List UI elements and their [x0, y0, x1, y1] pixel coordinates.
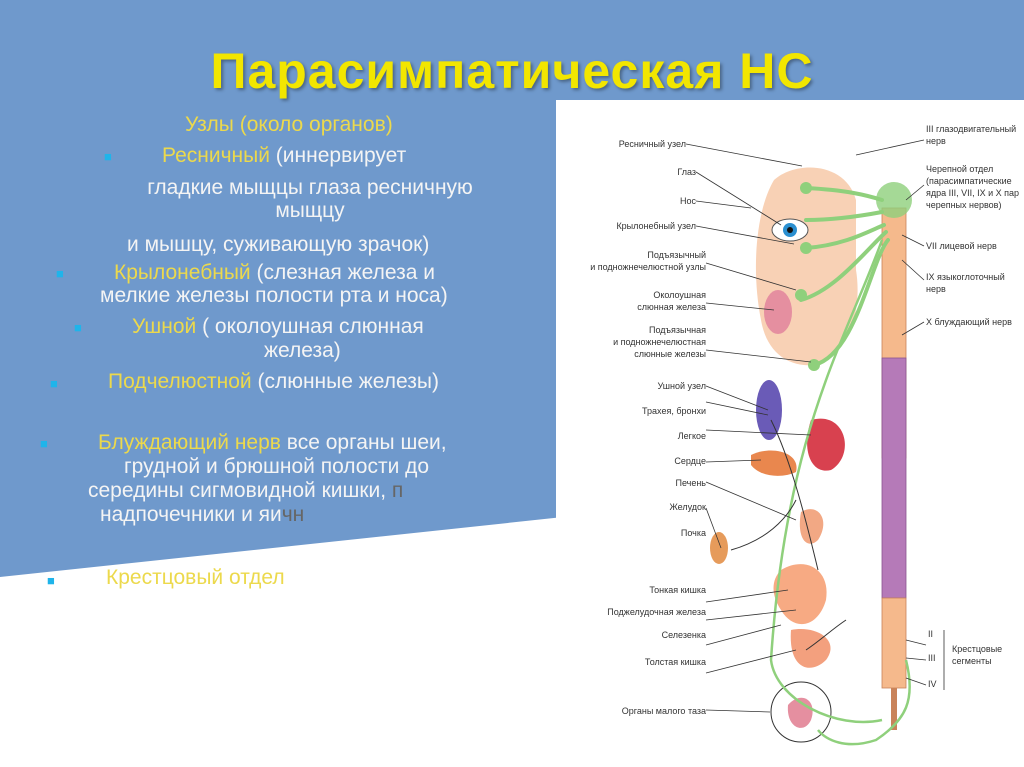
bullet-vagus: ■ — [40, 436, 48, 451]
ciliary-line-3: мыщцу — [275, 199, 345, 222]
label-sublingual-1: Подъязычный — [647, 250, 706, 260]
submand-line: Подчелюстной (слюнные железы) — [108, 370, 439, 393]
label-lung: Легкое — [678, 431, 706, 441]
label-cranial-1: Черепной отдел — [926, 164, 993, 174]
intestine-shape — [773, 564, 827, 625]
mouth-gland — [764, 290, 792, 334]
ciliary-name: Ресничный — [162, 144, 270, 167]
label-salivary-2: и подножнечелюстная — [613, 337, 706, 347]
label-trachea: Трахея, бронхи — [642, 406, 706, 416]
label-heart: Сердце — [674, 456, 706, 466]
label-oculomotor-1: III глазодвигательный — [926, 124, 1016, 134]
left-leaders — [685, 143, 812, 713]
label-cranial-2: (парасимпатические — [926, 176, 1012, 186]
heart-shape — [807, 418, 845, 471]
right-leaders — [855, 139, 927, 686]
label-pterygopalatine: Крылонебный узел — [616, 221, 696, 231]
bullet-sacral: ■ — [47, 573, 55, 588]
ptery-name: Крылонебный — [114, 261, 251, 284]
label-oculomotor-2: нерв — [926, 136, 946, 146]
label-cranial-4: черепных нервов) — [926, 200, 1001, 210]
label-segment-iv: IV — [928, 679, 937, 689]
label-cranial-3: ядра III, VII, IX и X пар — [926, 188, 1019, 198]
label-parotid-2: слюнная железа — [637, 302, 706, 312]
ciliary-line-2: гладкие мыщцы глаза ресничную — [147, 176, 473, 199]
ciliary-line-4: и мышцу, суживающую зрачок) — [127, 233, 430, 256]
liver-shape — [751, 450, 797, 476]
stomach-shape — [799, 509, 824, 544]
submand-desc: (слюнные железы) — [251, 370, 439, 393]
label-spleen: Селезенка — [662, 630, 706, 640]
vagus-line: Блуждающий нерв все органы шеи, — [98, 431, 447, 454]
label-segment-iii: III — [928, 653, 936, 663]
otic-line-2: железа) — [264, 339, 341, 362]
vagus-line-3: середины сигмовидной кишки, п — [88, 479, 404, 502]
label-large-intestine: Толстая кишка — [645, 657, 706, 667]
vagus-line-4: надпочечники и яичн — [100, 503, 305, 526]
label-sublingual-2: и подножнечелюстной узлы — [590, 262, 706, 272]
sacral-line: Крестцовый отдел — [106, 566, 285, 589]
label-kidney: Почка — [681, 528, 706, 538]
label-otic-ganglion: Ушной узел — [657, 381, 706, 391]
vagus-desc: все органы шеи, — [280, 431, 447, 454]
label-glossopharyngeal-2: нерв — [926, 284, 946, 294]
label-glossopharyngeal-1: IX языкоглоточный — [926, 272, 1005, 282]
ciliary-desc: (иннервирует — [269, 144, 407, 167]
otic-line: Ушной ( околоушная слюнная — [132, 315, 424, 338]
label-stomach: Желудок — [669, 502, 706, 512]
lung-shape — [756, 380, 782, 440]
label-vagus-nerve: X блуждающий нерв — [926, 317, 1012, 327]
bullet-otic: ■ — [74, 320, 82, 335]
ptery-line: Крылонебный (слезная железа и — [114, 261, 435, 284]
bullet-submand: ■ — [50, 376, 58, 391]
label-ciliary-ganglion: Ресничный узел — [619, 139, 686, 149]
otic-desc: ( околоушная слюнная — [196, 315, 424, 338]
label-eye: Глаз — [677, 167, 696, 177]
right-labels: III глазодвигательный нерв Черепной отде… — [926, 124, 1019, 690]
left-labels: Ресничный узел Глаз Нос Крылонебный узел… — [590, 139, 706, 716]
vagus-line-2: грудной и брюшной полости до — [124, 455, 430, 478]
label-sacral-1: Крестцовые — [952, 644, 1002, 654]
bullet-ptery: ■ — [56, 266, 64, 281]
organs — [710, 167, 858, 743]
label-pancreas: Поджелудочная железа — [607, 607, 706, 617]
ciliary-line: Ресничный (иннервирует — [162, 144, 406, 167]
submand-name: Подчелюстной — [108, 370, 252, 393]
bullet-ciliary: ■ — [104, 149, 112, 164]
label-liver: Печень — [675, 478, 706, 488]
otic-name: Ушной — [132, 315, 197, 338]
label-nose: Нос — [680, 196, 697, 206]
label-salivary-3: слюнные железы — [634, 349, 706, 359]
ptery-desc: (слезная железа и — [250, 261, 435, 284]
kidney-shape — [710, 532, 728, 564]
label-salivary-1: Подъязычная — [649, 325, 706, 335]
label-sacral-2: сегменты — [952, 656, 992, 666]
label-pelvic-organs: Органы малого таза — [622, 706, 706, 716]
parasympathetic-diagram: Ресничный узел Глаз Нос Крылонебный узел… — [556, 100, 1024, 767]
nerves — [730, 182, 911, 746]
ptery-line-2: мелкие железы полости рта и носа) — [100, 284, 448, 307]
spinal-cord — [876, 182, 912, 730]
vagus-name: Блуждающий нерв — [98, 431, 281, 454]
label-small-intestine: Тонкая кишка — [649, 585, 706, 595]
label-parotid-1: Околоушная — [653, 290, 706, 300]
label-facial-nerve: VII лицевой нерв — [926, 241, 997, 251]
nodes-heading: Узлы (около органов) — [185, 113, 393, 136]
label-segment-ii: II — [928, 629, 933, 639]
slide-title: Парасимпатическая НС — [210, 43, 814, 99]
